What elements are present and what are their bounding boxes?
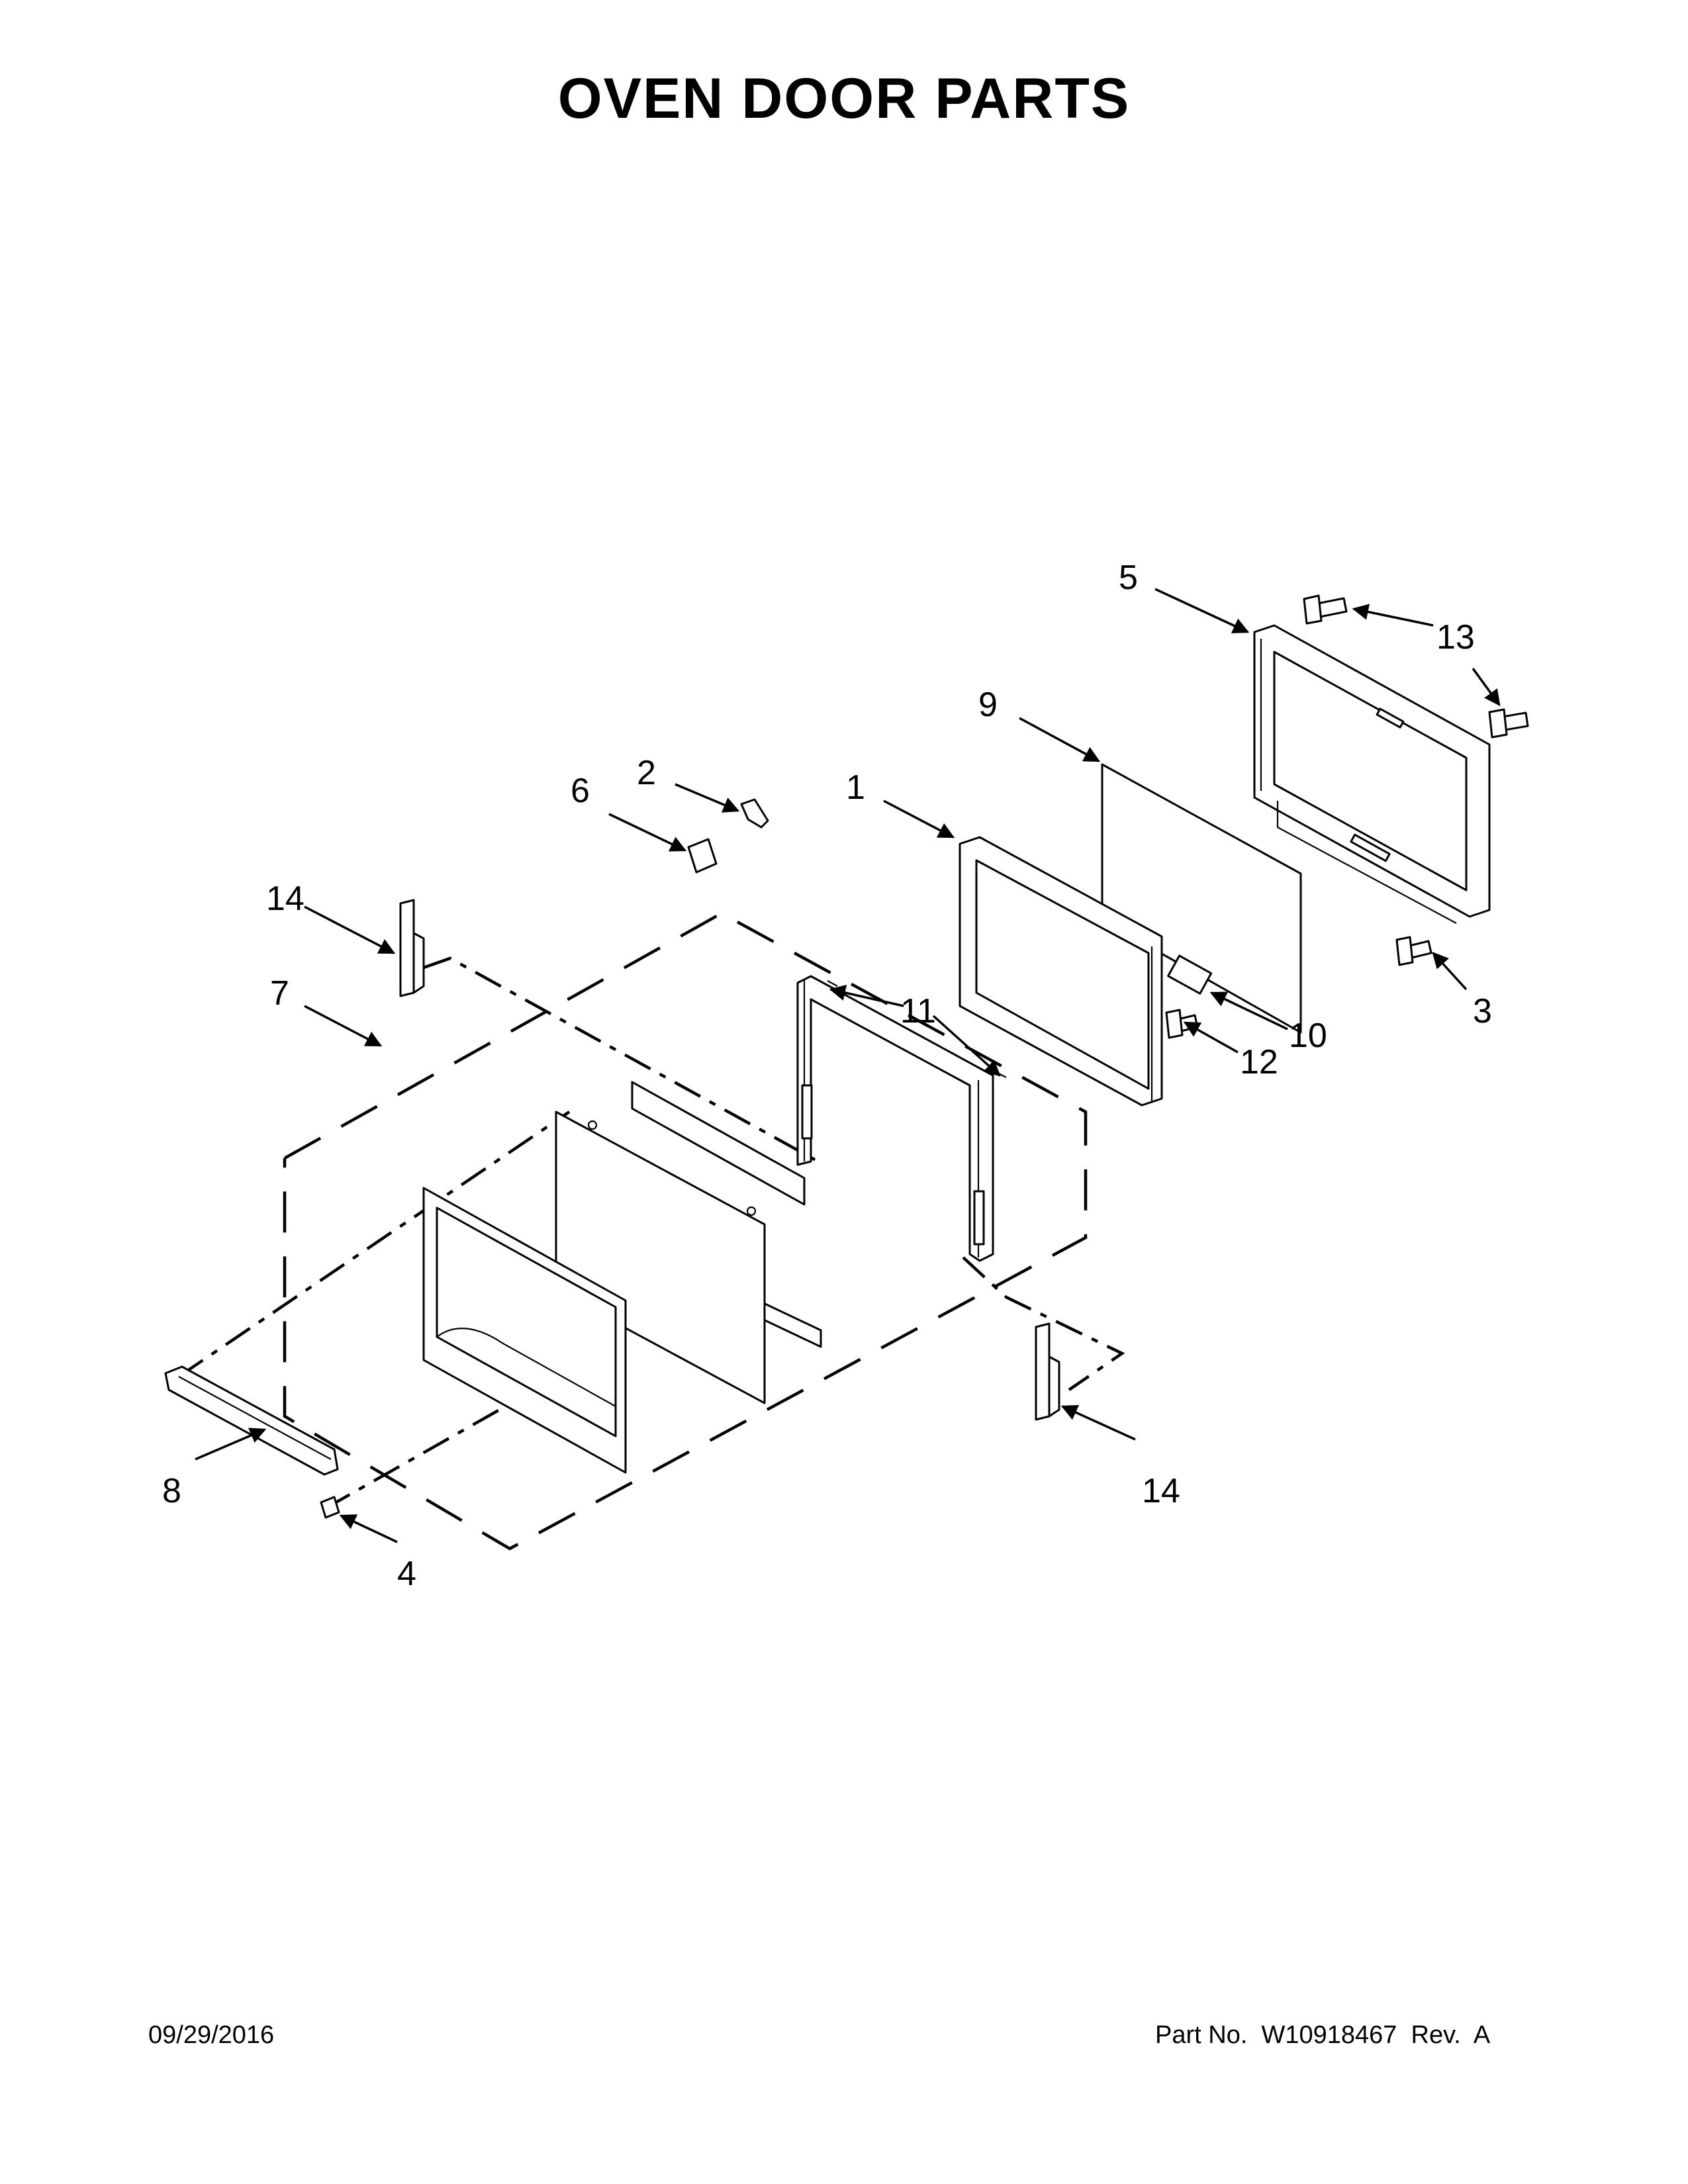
part-screw-3 [1395, 936, 1432, 966]
callout-5: 5 [1119, 559, 1138, 597]
callout-8: 8 [162, 1472, 181, 1510]
part-inner-glass-frame [959, 836, 1213, 1107]
part-door-channel-frame [796, 975, 1007, 1262]
callout-2: 2 [637, 754, 656, 792]
part-baffle-strips [631, 1081, 822, 1348]
part-latch-6 [687, 838, 718, 874]
callout-12: 12 [1240, 1043, 1278, 1081]
callout-9: 9 [978, 686, 998, 724]
callout-7: 7 [270, 974, 289, 1013]
part-screws-top [1303, 594, 1529, 739]
callout-leaders [195, 588, 1501, 1543]
part-small-clip-4 [320, 1496, 340, 1519]
callout-13: 13 [1436, 618, 1475, 657]
part-clip-2 [740, 798, 769, 829]
part-inner-door-frame [1253, 624, 1491, 924]
callout-14-upper: 14 [266, 880, 305, 918]
callout-4: 4 [397, 1555, 416, 1593]
assembly-connector-lines [177, 956, 1125, 1510]
callout-labels: 5 13 9 2 6 1 14 7 11 10 3 12 8 14 4 [162, 559, 1492, 1593]
callout-6: 6 [571, 772, 590, 810]
callout-11: 11 [900, 992, 936, 1030]
footer-date: 09/29/2016 [148, 2021, 275, 2049]
page-title: OVEN DOOR PARTS [557, 67, 1131, 130]
footer-part-number: Part No. W10918467 Rev. A [1155, 2021, 1491, 2049]
part-screw-12 [1165, 1009, 1199, 1039]
callout-3: 3 [1473, 992, 1492, 1030]
part-glass-panel [1101, 763, 1302, 1034]
door-assembly-outline [283, 911, 1088, 1551]
part-hinge-lower [1035, 1322, 1060, 1421]
part-door-handle [164, 1365, 339, 1476]
part-hinge-upper [399, 899, 425, 997]
callout-10: 10 [1289, 1017, 1327, 1055]
callout-1: 1 [846, 768, 865, 807]
part-outer-glass-panel [555, 1111, 766, 1404]
callout-14-lower: 14 [1142, 1472, 1180, 1510]
part-outer-door-panel [422, 1187, 627, 1474]
